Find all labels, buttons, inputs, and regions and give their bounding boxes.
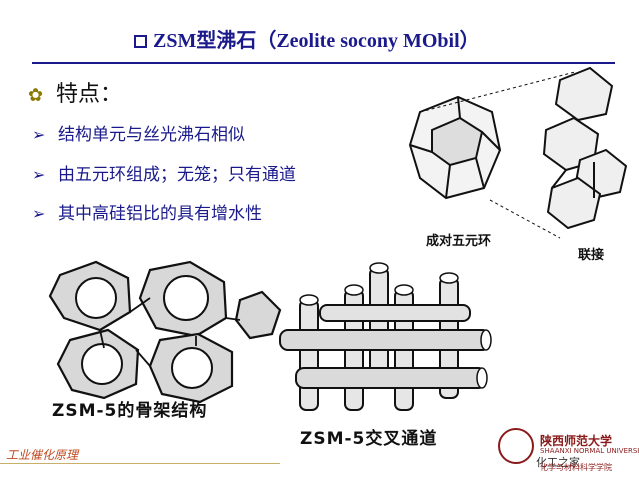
university-seal-icon — [498, 428, 534, 464]
features-heading-text: 特点： — [56, 82, 122, 107]
title-underline — [32, 62, 615, 64]
bullet-item: ➢其中高硅铝比的具有增水性 — [32, 199, 262, 224]
footer-divider — [0, 463, 280, 464]
slide-title-text: ZSM型沸石（Zeolite socony MObil） — [153, 30, 480, 52]
bullet-text: 由五元环组成；无笼；只有通道 — [58, 165, 296, 185]
pair-rings-caption: 成对五元环 — [426, 230, 491, 249]
linked-caption: 联接 — [578, 244, 604, 263]
bullet-item: ➢由五元环组成；无笼；只有通道 — [32, 160, 296, 185]
slide-title: ZSM型沸石（Zeolite socony MObil） — [134, 24, 480, 53]
bullet-text: 其中高硅铝比的具有增水性 — [58, 204, 262, 224]
department-name: 化学与材料科学学院 — [540, 462, 612, 473]
checkbox-bullet-icon — [134, 35, 147, 48]
arrow-bullet-icon: ➢ — [32, 165, 58, 184]
channels-caption: ZSM-5交叉通道 — [300, 424, 437, 449]
bullet-text: 结构单元与丝光沸石相似 — [58, 125, 245, 145]
bullet-item: ➢结构单元与丝光沸石相似 — [32, 120, 245, 145]
flower-bullet-icon: ✿ — [28, 85, 46, 106]
arrow-bullet-icon: ➢ — [32, 204, 58, 223]
framework-caption: ZSM-5的骨架结构 — [52, 396, 207, 421]
arrow-bullet-icon: ➢ — [32, 125, 58, 144]
features-heading: ✿ 特点： — [28, 76, 122, 108]
course-name: 工业催化原理 — [6, 446, 78, 463]
